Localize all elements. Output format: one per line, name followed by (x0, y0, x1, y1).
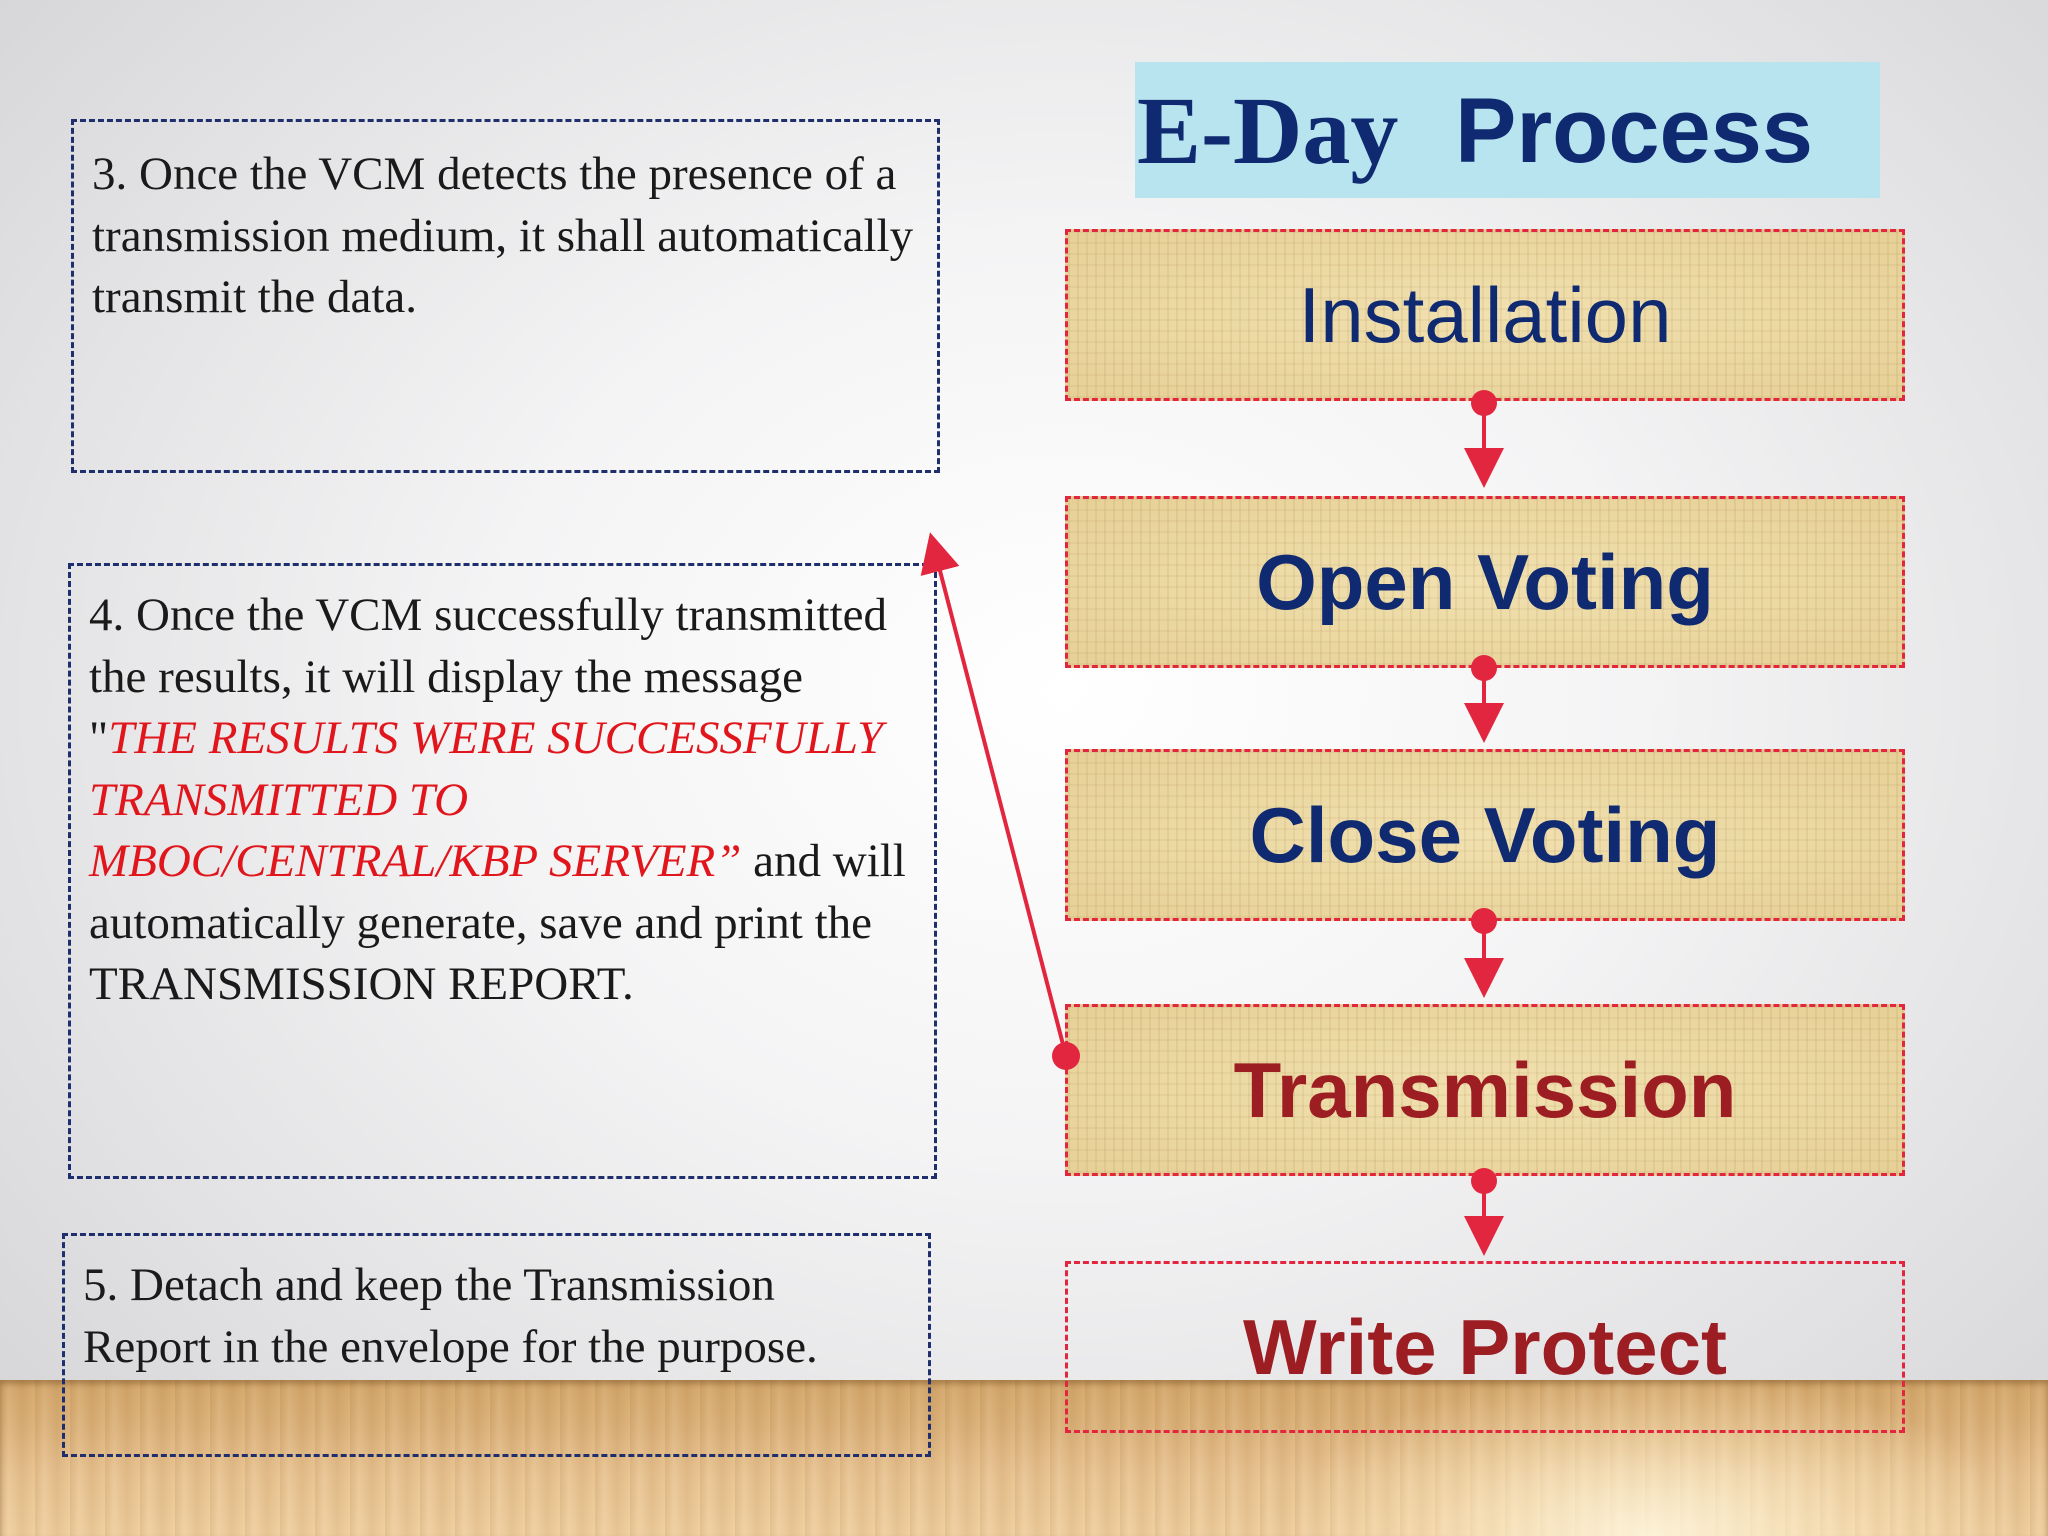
flow-step-open-voting: Open Voting (1065, 496, 1905, 668)
connector-transmission-to-write-protect (1464, 1168, 1504, 1256)
flow-step-close-voting: Close Voting (1065, 749, 1905, 921)
note-step-4-close-quote: ” (715, 835, 742, 887)
title-part-eday: E-Day (1137, 77, 1399, 184)
note-step-4-rest: and will automatically generate, save an… (89, 835, 906, 1010)
note-step-4-text: 4. Once the VCM successfully transmitted… (89, 585, 916, 1016)
note-step-3: 3. Once the VCM detects the presence of … (71, 119, 940, 473)
flow-step-transmission-label: Transmission (1233, 1045, 1737, 1134)
note-step-4-message: THE RESULTS WERE SUCCESSFULLY TRANSMITTE… (89, 712, 884, 887)
flow-step-transmission: Transmission (1065, 1004, 1905, 1176)
note-step-5-text: 5. Detach and keep the Transmission Repo… (83, 1259, 818, 1373)
flow-step-write-protect-label: Write Protect (1243, 1302, 1727, 1391)
flow-step-open-voting-label: Open Voting (1256, 537, 1714, 626)
connector-installation-to-open-voting (1464, 390, 1504, 488)
note-step-4-intro: 4. Once the VCM successfully transmitted… (89, 589, 887, 764)
note-step-5: 5. Detach and keep the Transmission Repo… (62, 1233, 931, 1457)
flow-step-installation-label: Installation (1298, 270, 1672, 359)
note-step-3-text: 3. Once the VCM detects the presence of … (92, 148, 914, 323)
note-step-4: 4. Once the VCM successfully transmitted… (68, 563, 937, 1179)
flow-step-close-voting-label: Close Voting (1249, 790, 1721, 879)
connector-transmission-to-note-3 (920, 532, 1080, 1070)
title-part-process: Process (1455, 80, 1814, 182)
flow-step-installation: Installation (1065, 229, 1905, 401)
floor-light-glow (1300, 1380, 2000, 1536)
flow-step-write-protect: Write Protect (1065, 1261, 1905, 1433)
page-title: E-Day Process (1135, 62, 1880, 198)
